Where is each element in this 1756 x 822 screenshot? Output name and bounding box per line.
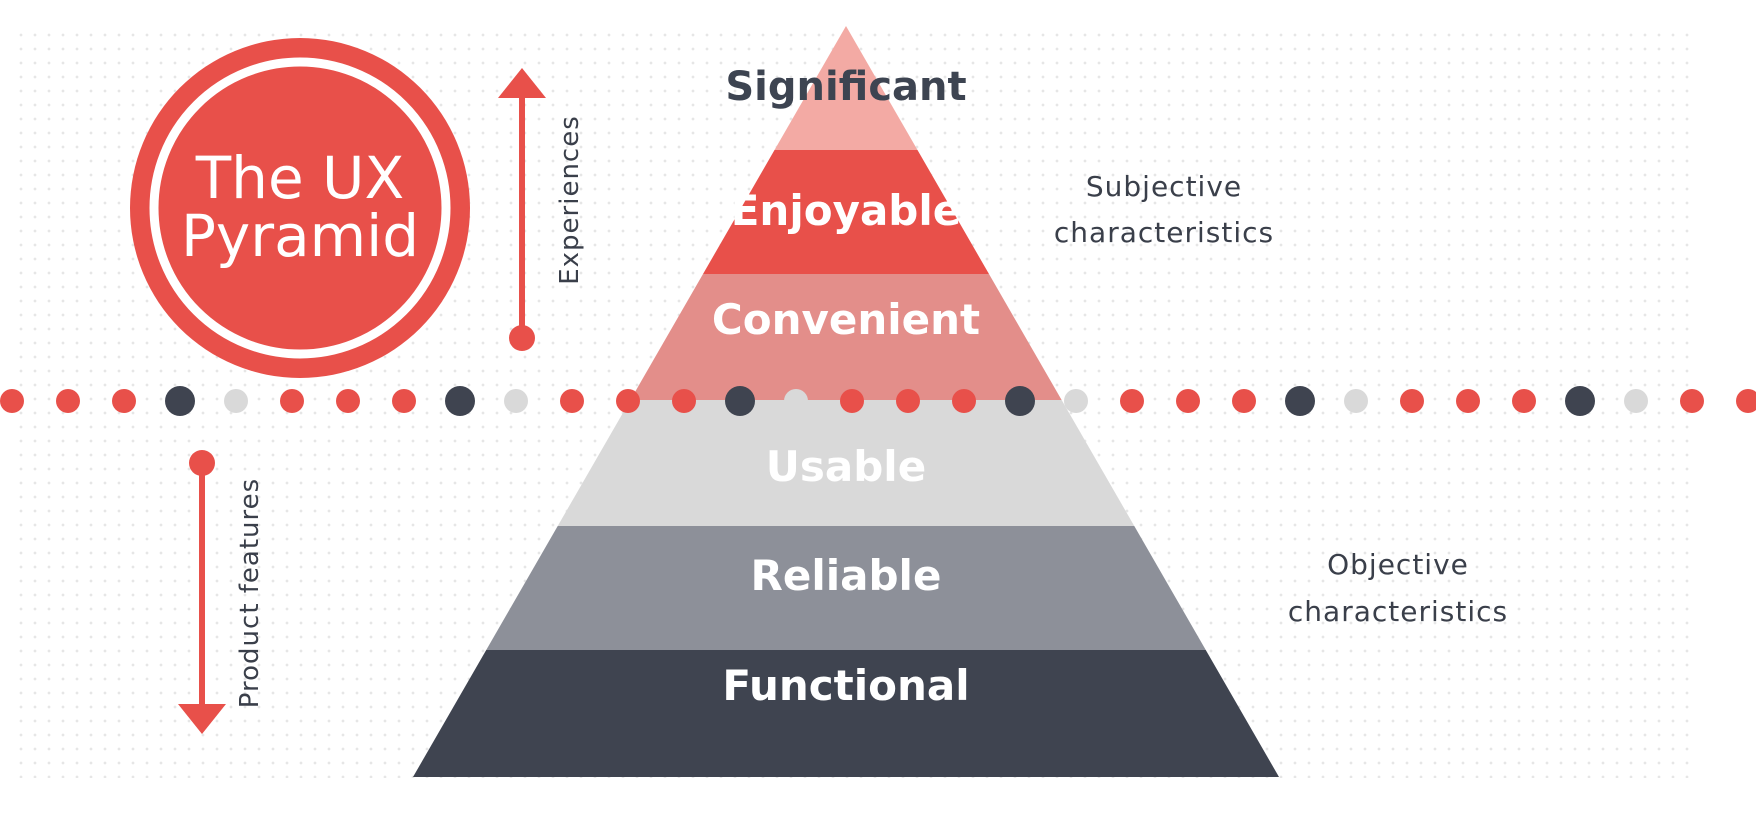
- pyramid-label-usable: Usable: [766, 442, 926, 491]
- divider-dot-red: [1400, 389, 1424, 413]
- product-features-arrow: Product features: [178, 450, 265, 734]
- pyramid-label-functional: Functional: [722, 661, 969, 710]
- divider-dot-red: [616, 389, 640, 413]
- pyramid-label-reliable: Reliable: [751, 551, 942, 600]
- divider-dot-red: [336, 389, 360, 413]
- divider-dot-red: [952, 389, 976, 413]
- divider-dot-dark: [725, 386, 755, 416]
- pyramid-tier-significant: [774, 26, 918, 150]
- product-features-label: Product features: [235, 478, 265, 708]
- title-line-1: The UX: [195, 144, 405, 212]
- subjective-note-line-2: characteristics: [1054, 216, 1274, 249]
- divider-dot-dark: [1005, 386, 1035, 416]
- arrow-up-tail-dot: [509, 325, 535, 351]
- title-badge: The UX Pyramid: [130, 38, 470, 378]
- title-badge-outer: [130, 38, 470, 378]
- divider-dot-red: [672, 389, 696, 413]
- divider-dot-red: [1680, 389, 1704, 413]
- divider-dot-red: [1456, 389, 1480, 413]
- divider-dot-red: [56, 389, 80, 413]
- divider-dot-light: [784, 389, 808, 413]
- divider-dot-light: [1624, 389, 1648, 413]
- pyramid-label-convenient: Convenient: [712, 295, 980, 344]
- pyramid-tier-functional: [413, 650, 1279, 777]
- pyramid-label-significant: Significant: [725, 64, 966, 110]
- divider-dot-light: [224, 389, 248, 413]
- pyramid-tier-convenient: [630, 274, 1062, 400]
- experiences-label: Experiences: [555, 115, 585, 285]
- subjective-note-line-1: Subjective: [1086, 170, 1242, 203]
- divider-dot-row: [0, 386, 1756, 416]
- divider-dot-light: [504, 389, 528, 413]
- arrow-down-tail-dot: [189, 450, 215, 476]
- arrow-down-head: [178, 704, 226, 734]
- divider-dot-red: [1176, 389, 1200, 413]
- divider-dot-red: [896, 389, 920, 413]
- title-line-2: Pyramid: [181, 202, 419, 270]
- divider-dot-dark: [445, 386, 475, 416]
- objective-note-line-1: Objective: [1327, 548, 1469, 581]
- divider-dot-red: [392, 389, 416, 413]
- title-badge-ring: [149, 57, 451, 359]
- pyramid-tier-usable: [557, 400, 1135, 526]
- divider-dot-red: [1512, 389, 1536, 413]
- subjective-note: Subjective characteristics: [1054, 170, 1274, 249]
- divider-dot-red: [560, 389, 584, 413]
- experiences-arrow: Experiences: [498, 68, 585, 351]
- divider-dot-red: [280, 389, 304, 413]
- divider-dot-dark: [1285, 386, 1315, 416]
- pyramid-tier-reliable: [486, 526, 1206, 650]
- divider-dot-red: [112, 389, 136, 413]
- divider-dot-red: [1232, 389, 1256, 413]
- divider-dot-red: [840, 389, 864, 413]
- divider-dot-red: [1736, 389, 1756, 413]
- divider-dot-dark: [165, 386, 195, 416]
- pyramid: SignificantEnjoyableConvenientUsableReli…: [413, 26, 1279, 777]
- objective-note-line-2: characteristics: [1288, 595, 1508, 628]
- divider-dot-red: [1120, 389, 1144, 413]
- divider-dot-light: [1064, 389, 1088, 413]
- pyramid-label-enjoyable: Enjoyable: [731, 186, 962, 235]
- arrow-up-head: [498, 68, 546, 98]
- divider-dot-dark: [1565, 386, 1595, 416]
- pyramid-tier-enjoyable: [703, 150, 989, 274]
- objective-note: Objective characteristics: [1288, 548, 1508, 628]
- divider-dot-red: [0, 389, 24, 413]
- divider-dot-light: [1344, 389, 1368, 413]
